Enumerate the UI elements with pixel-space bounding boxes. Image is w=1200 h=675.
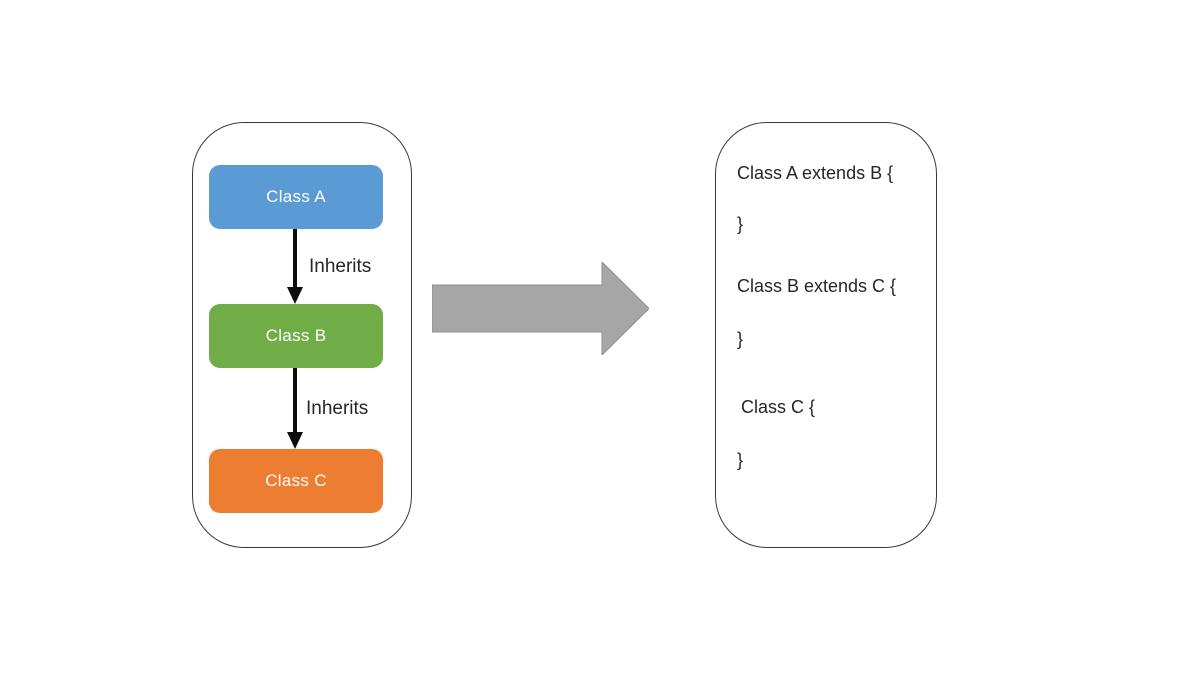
- right-arrow-icon: [432, 262, 649, 355]
- code-line-class-c: Class C {: [741, 397, 816, 417]
- class-a-box: Class A: [209, 165, 383, 229]
- inherits-label-2: Inherits: [306, 398, 369, 419]
- class-b-box: Class B: [209, 304, 383, 368]
- code-line-close-a: }: [737, 214, 744, 234]
- inherits-arrow-a-to-b-icon: [287, 229, 303, 304]
- code-line-close-b: }: [737, 329, 744, 349]
- code-line-class-a: Class A extends B {: [737, 163, 894, 183]
- code-line-close-c: }: [737, 450, 744, 470]
- class-c-box: Class C: [209, 449, 383, 513]
- inheritance-diagram-panel: Class A Inherits Class B Inherits Class …: [192, 122, 412, 548]
- code-line-class-b: Class B extends C {: [737, 276, 897, 296]
- inherits-arrow-b-to-c-icon: [287, 368, 303, 449]
- code-panel: Class A extends B { } Class B extends C …: [715, 122, 937, 548]
- inherits-label-1: Inherits: [309, 256, 372, 277]
